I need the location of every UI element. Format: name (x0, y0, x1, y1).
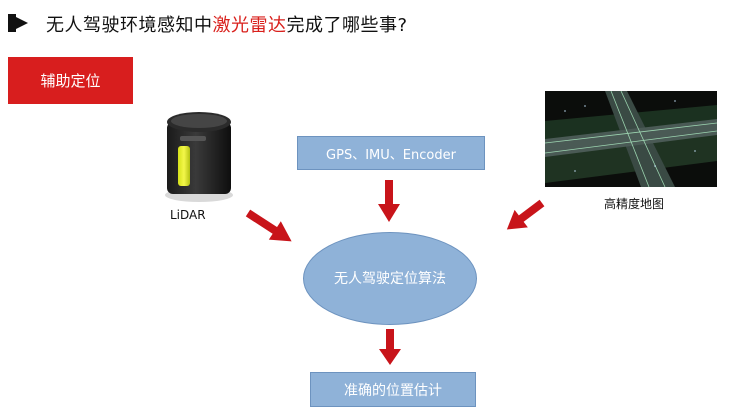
section-tag: 辅助定位 (8, 57, 133, 104)
position-estimate-box: 准确的位置估计 (310, 372, 476, 407)
gps-imu-encoder-box: GPS、IMU、Encoder (297, 136, 485, 170)
localization-algorithm-node: 无人驾驶定位算法 (303, 232, 477, 325)
slide-title: 无人驾驶环境感知中激光雷达完成了哪些事? (46, 11, 408, 37)
title-arrow-icon (10, 14, 28, 32)
algorithm-label: 无人驾驶定位算法 (334, 270, 446, 287)
lidar-label: LiDAR (170, 208, 206, 222)
title-part2: 完成了哪些事? (286, 15, 408, 36)
title-part1: 无人驾驶环境感知中 (46, 15, 213, 36)
arrow-map-to-algorithm (506, 199, 545, 230)
arrow-gps-to-algorithm (378, 180, 400, 222)
hd-map-label: 高精度地图 (604, 197, 665, 211)
arrow-lidar-to-algorithm (245, 209, 292, 242)
lidar-device-image (165, 112, 233, 202)
hd-map-image (545, 91, 717, 187)
arrow-algorithm-to-result (379, 329, 401, 365)
title-highlight: 激光雷达 (212, 15, 287, 36)
